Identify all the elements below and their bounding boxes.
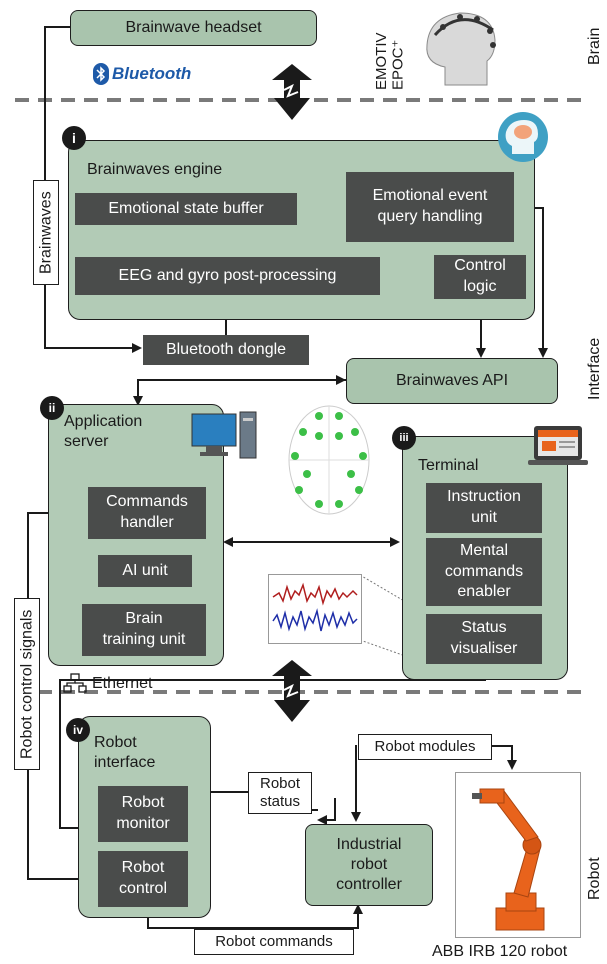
robot-monitor: Robot monitor [98,786,188,842]
commands-handler: Commands handler [88,487,206,539]
brain-profile-icon [498,112,548,162]
ethernet-label: Ethernet [92,675,153,692]
terminal-number-badge: iii [392,426,416,450]
zone-label-interface: Interface [586,337,603,400]
robot-control: Robot control [98,851,188,907]
robot-caption: ABB IRB 120 robot [432,943,568,960]
terminal-title: Terminal [418,457,479,474]
status-visualiser: Status visualiser [426,614,542,664]
server-number-badge: ii [40,396,64,420]
ai-unit: AI unit [98,555,192,587]
robot-commands-label: Robot commands [194,929,354,955]
zone-label-robot: Robot [586,857,603,900]
computer-icon [190,410,260,465]
engine-title: Brainwaves engine [87,161,223,178]
robot-interface-number-badge: iv [66,718,90,742]
emotional-event-query: Emotional event query handling [346,172,514,242]
mental-commands-enabler: Mental commands enabler [426,538,542,606]
robot-arm-icon [455,772,581,938]
bluetooth-dongle: Bluetooth dongle [143,335,309,365]
server-title: Application server [64,413,143,450]
bluetooth-icon [93,63,109,85]
laptop-icon [528,424,588,470]
industrial-robot-controller: Industrial robot controller [305,824,433,906]
waveform-icon [268,574,362,644]
robot-interface-title: Robot interface [94,734,156,771]
ethernet-icon [63,673,87,693]
brainwave-headset-box: Brainwave headset [70,10,317,46]
robot-modules-label: Robot modules [358,734,492,760]
engine-number-badge: i [62,126,86,150]
zone-label-brain: Brain [586,27,603,65]
bluetooth-label: Bluetooth [112,64,192,83]
brain-head-icon [415,5,505,90]
emotional-state-buffer: Emotional state buffer [75,193,297,225]
robot-control-signals-label: Robot control signals [14,598,40,770]
brain-training-unit: Brain training unit [82,604,206,656]
eeg-scalp-icon [285,402,373,522]
control-logic: Control logic [434,255,526,299]
robot-status-label: Robot status [248,772,312,814]
wireless-link-arrows [272,64,312,722]
eeg-gyro-processing: EEG and gyro post-processing [75,257,380,295]
brainwaves-side-label: Brainwaves [33,180,59,285]
brainwaves-api-box: Brainwaves API [346,358,558,404]
emotiv-product-label: EMOTIV EPOC⁺ [373,32,407,90]
instruction-unit: Instruction unit [426,483,542,533]
